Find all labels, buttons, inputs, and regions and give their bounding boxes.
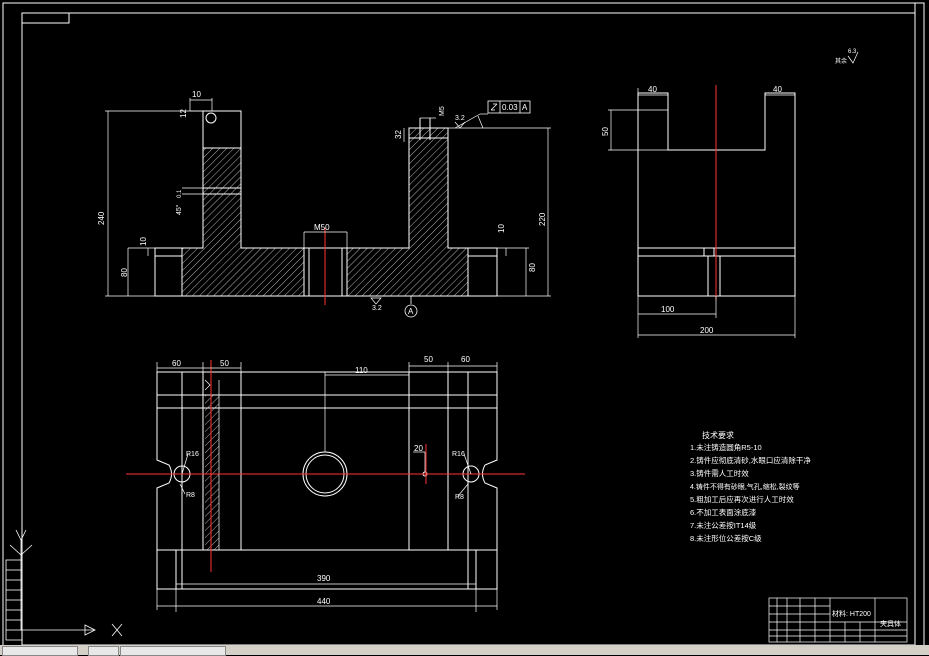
dim-390: 390 (317, 574, 331, 583)
roughness-symbol-bottom (370, 297, 382, 305)
ucs-icon (5, 529, 123, 641)
dim-r16-left: R16 (186, 451, 199, 458)
note-item: 4.铸件不得有砂眼,气孔,缩松,裂纹等 (690, 482, 800, 491)
geometric-tolerance-frame (487, 100, 531, 114)
note-item: 8.未注形位公差按C级 (690, 533, 762, 543)
note-item: 7.未注公差按IT14级 (690, 520, 757, 530)
dim-80-left: 80 (120, 268, 129, 277)
title-block-name: 夹具体 (880, 619, 901, 628)
datum-marker (404, 296, 418, 318)
tolerance-value: 0.03 (502, 103, 518, 112)
roughness-top: 3.2 (455, 115, 465, 122)
dim-r16-right: R16 (452, 451, 465, 458)
front-view: 0.03 A A 3.2 3.2 10 12 240 10 80 45° 0.1… (97, 90, 551, 318)
dim-m50: M50 (314, 223, 330, 232)
dim-40-right: 40 (773, 85, 782, 94)
title-block (768, 597, 908, 643)
roughness-note-label: 其余 (835, 57, 847, 65)
dim-10-right: 10 (497, 224, 506, 233)
dim-10-top: 10 (192, 90, 201, 99)
note-item: 6.不加工表面涂底漆 (690, 507, 757, 517)
dim-50-right: 50 (424, 355, 433, 364)
dim-100: 100 (661, 305, 675, 314)
tolerance-datum: A (522, 103, 528, 112)
bottom-tab-bar (0, 645, 929, 656)
dim-50-left: 50 (220, 359, 229, 368)
note-item: 3.铸件需人工时效 (690, 468, 749, 478)
dim-m5: M5 (439, 106, 446, 116)
drawing-frame (2, 2, 925, 649)
dim-440: 440 (317, 597, 331, 606)
top-view-hatch (205, 395, 219, 550)
dim-20: 20 (414, 444, 423, 453)
front-dimension-lines (105, 98, 551, 297)
dim-0-1: 0.1 (177, 189, 183, 198)
dim-32: 32 (394, 130, 403, 139)
dim-10-left: 10 (139, 237, 148, 246)
dim-60-right: 60 (461, 355, 470, 364)
dim-50: 50 (601, 127, 610, 136)
dim-45-angle: 45° (175, 204, 183, 215)
dim-240: 240 (97, 211, 106, 225)
dim-60-left: 60 (172, 359, 181, 368)
dim-r8-right: R8 (455, 494, 464, 501)
dim-r8-left: R8 (186, 492, 195, 499)
note-item: 5.粗加工后应再次进行人工时效 (690, 494, 794, 504)
dim-200: 200 (700, 326, 714, 335)
dim-220: 220 (538, 212, 547, 226)
datum-label: A (408, 307, 414, 316)
side-view: 40 40 50 100 200 (601, 85, 796, 338)
roughness-note-value: 6.3 (848, 49, 857, 55)
roughness-note: 6.3 其余 (835, 49, 859, 65)
technical-notes: 技术要求 1.未注铸造圆角R5-10 2.铸件应彻底清砂,水眼口应清除干净 3.… (690, 430, 811, 543)
title-block-material: 材料: HT200 (832, 609, 871, 618)
roughness-bottom: 3.2 (372, 305, 382, 312)
note-item: 2.铸件应彻底清砂,水眼口应清除干净 (690, 455, 811, 465)
top-view: 60 50 110 50 60 20 R16 R8 R16 R8 390 440 (126, 355, 525, 612)
section-hatch (182, 128, 468, 296)
note-item: 1.未注铸造圆角R5-10 (690, 442, 762, 452)
dim-110: 110 (355, 366, 368, 375)
notes-title: 技术要求 (702, 430, 734, 440)
dim-40-left: 40 (648, 85, 657, 94)
roughness-symbol-top (454, 121, 466, 129)
dim-80-right: 80 (528, 263, 537, 272)
dim-12: 12 (179, 109, 188, 118)
